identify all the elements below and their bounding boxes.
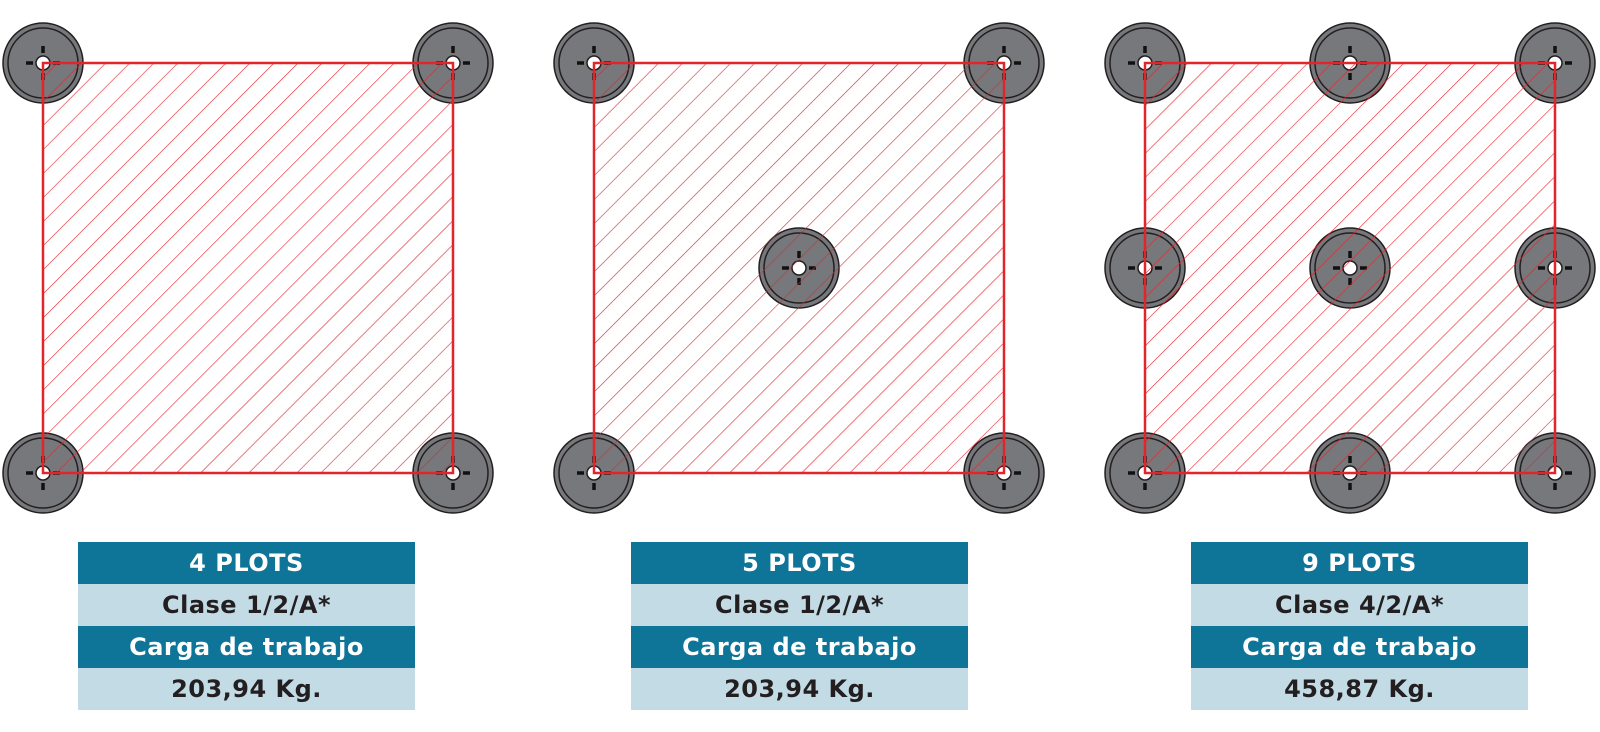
- load-label-row: Carga de trabajo: [1191, 626, 1528, 668]
- table-header: 9 PLOTS: [1191, 542, 1528, 584]
- load-label-row: Carga de trabajo: [631, 626, 968, 668]
- floor-tile: [592, 61, 1006, 475]
- table-header: 5 PLOTS: [631, 542, 968, 584]
- info-table-4-plots: 4 PLOTS Clase 1/2/A* Carga de trabajo 20…: [78, 542, 415, 710]
- load-label-row: Carga de trabajo: [78, 626, 415, 668]
- floor-tile: [1143, 61, 1557, 475]
- load-value-row: 458,87 Kg.: [1191, 668, 1528, 710]
- class-row: Clase 1/2/A*: [78, 584, 415, 626]
- panel-5-plots: [553, 22, 1045, 514]
- info-table-9-plots: 9 PLOTS Clase 4/2/A* Carga de trabajo 45…: [1191, 542, 1528, 710]
- floor-tile: [41, 61, 455, 475]
- load-value-row: 203,94 Kg.: [631, 668, 968, 710]
- panel-9-plots: [1104, 22, 1596, 514]
- load-value-row: 203,94 Kg.: [78, 668, 415, 710]
- panel-4-plots: [2, 22, 494, 514]
- class-row: Clase 4/2/A*: [1191, 584, 1528, 626]
- info-table-5-plots: 5 PLOTS Clase 1/2/A* Carga de trabajo 20…: [631, 542, 968, 710]
- table-header: 4 PLOTS: [78, 542, 415, 584]
- class-row: Clase 1/2/A*: [631, 584, 968, 626]
